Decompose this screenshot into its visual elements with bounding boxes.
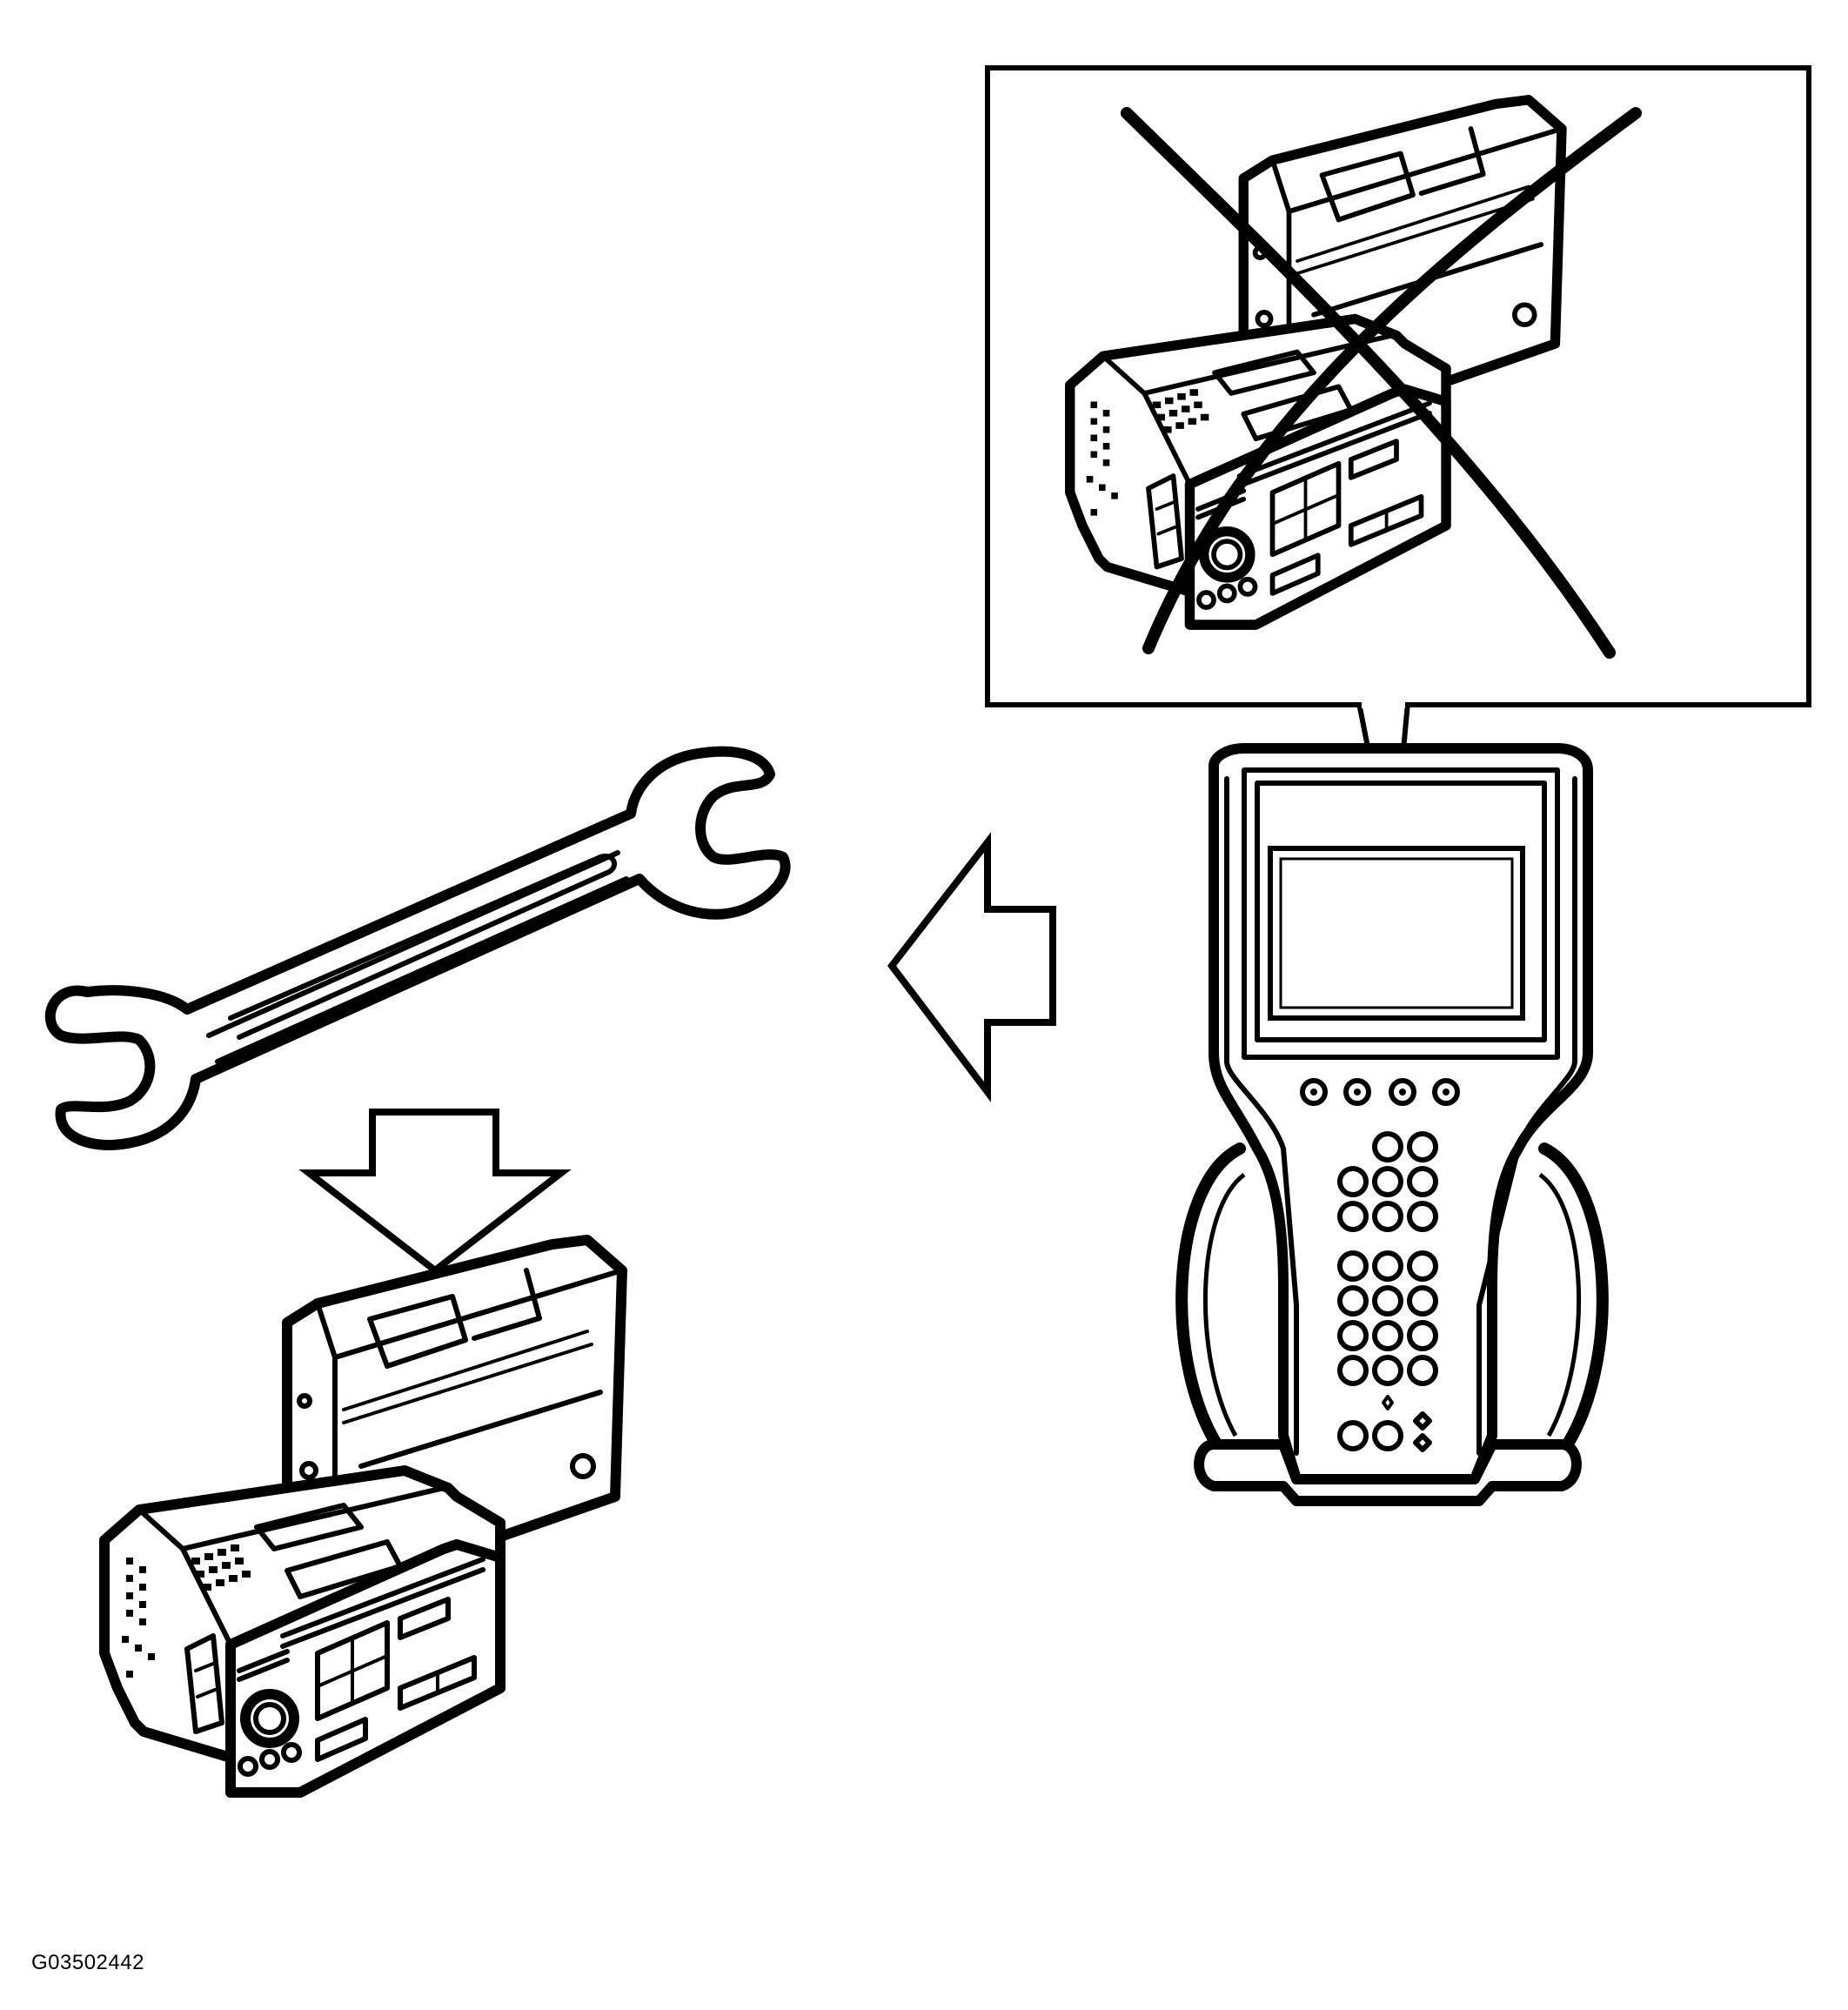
- wrench-icon: [44, 746, 791, 1150]
- handheld-scan-tool: [1175, 743, 1609, 1506]
- figure-code: G03502442: [31, 1951, 144, 1974]
- left-arrow: [887, 832, 1056, 1102]
- down-arrow: [298, 1109, 572, 1276]
- x-cross-mark: [1121, 107, 1642, 659]
- radio-receiver-unit: [104, 1240, 622, 1792]
